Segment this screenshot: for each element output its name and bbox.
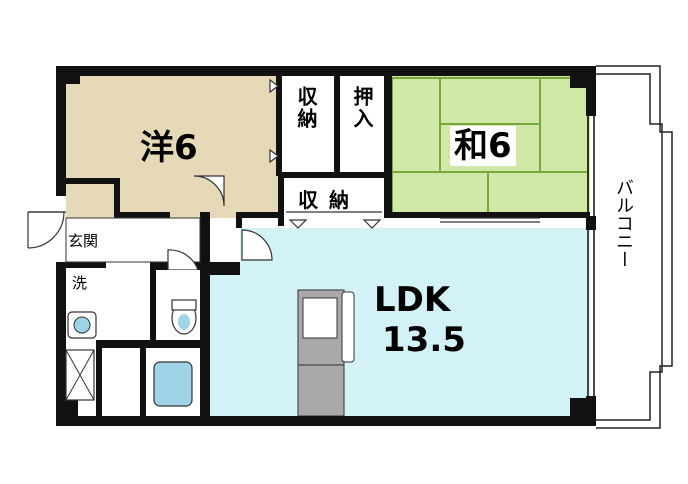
windows: [57, 84, 595, 396]
western-room-floor-lower: [120, 176, 278, 218]
kitchen-sink: [302, 297, 338, 339]
bathroom-floor: [102, 348, 140, 416]
entrance-label: 玄関: [68, 232, 99, 250]
balcony-outline: [596, 65, 673, 429]
closet-lower-floor: [284, 178, 384, 212]
kitchen-hood: [341, 291, 355, 363]
walls: [56, 66, 596, 426]
oshiire-label: 押入: [350, 86, 374, 130]
western-door: [193, 175, 225, 207]
ldk-label-line1: LDK: [374, 280, 451, 320]
entrance-door: [27, 211, 65, 249]
closet-upper-floor: [282, 76, 334, 172]
ldk-label-line2: 13.5: [382, 320, 466, 360]
oshiire-floor: [340, 76, 384, 172]
sliding-doors: [286, 211, 540, 223]
ldk-door: [241, 229, 273, 261]
closet-lower-label: 収 納: [298, 188, 351, 212]
washroom-label: 洗: [72, 274, 88, 292]
toilet-door: [167, 249, 199, 271]
western-room-label: 洋6: [140, 128, 198, 168]
balcony-label: バルコニー: [613, 178, 634, 268]
japanese-room-label: 和6: [450, 126, 516, 166]
bathtub: [153, 361, 193, 407]
entrance-floor: [65, 217, 201, 263]
interior-walls: [66, 76, 590, 416]
closet-upper-label: 収納: [294, 86, 318, 130]
closet-door-marks: [269, 78, 382, 229]
